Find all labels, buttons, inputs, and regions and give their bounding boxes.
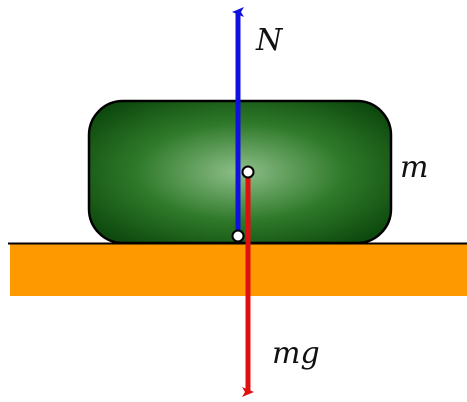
normal-force-label: N <box>255 23 284 58</box>
center-of-mass-point <box>241 165 255 179</box>
mass-label: m <box>400 150 428 185</box>
ground-surface <box>10 244 467 296</box>
contact-point <box>231 229 245 243</box>
weight-label: mg <box>272 336 320 371</box>
